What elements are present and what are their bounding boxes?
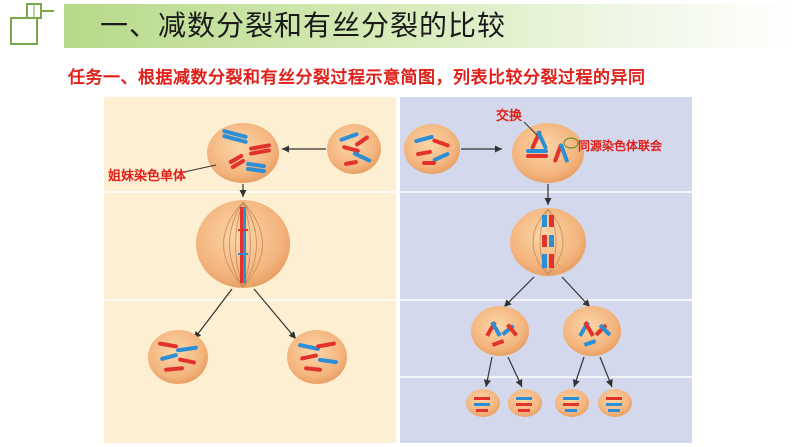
- mitosis-daughter-cell-left: [148, 330, 208, 384]
- sister-chromatid-label: 姐妹染色单体: [108, 169, 187, 184]
- meiosis-II-cell-right: [563, 306, 621, 356]
- synapsis-label: 同源染色体联会: [578, 139, 663, 153]
- slide-header: 一、减数分裂和有丝分裂的比较: [0, 0, 794, 50]
- mitosis-metaphase-cell: [196, 200, 290, 288]
- gamete-cell-4: [598, 389, 632, 417]
- meiosis-II-cell-left: [471, 306, 529, 356]
- gamete-cell-2: [508, 389, 542, 417]
- task-subtitle: 任务一、根据减数分裂和有丝分裂过程示意简图，列表比较分裂过程的异同: [68, 68, 646, 88]
- meiosis-metaphase-cell: [510, 208, 586, 276]
- gamete-cell-1: [466, 389, 500, 417]
- mitosis-interphase-cell: [327, 124, 381, 174]
- mitosis-daughter-cell-right: [287, 330, 347, 384]
- corner-logo-icon: [10, 3, 54, 45]
- meiosis-synapsis-cell: [512, 123, 584, 183]
- mitosis-prophase-cell: [207, 123, 279, 183]
- page-title: 一、减数分裂和有丝分裂的比较: [100, 9, 507, 42]
- gamete-cell-3: [555, 389, 589, 417]
- division-diagram: 姐妹染色单体 交换 同源染色体联会: [104, 97, 692, 443]
- meiosis-interphase-cell: [404, 124, 460, 174]
- title-bar: [64, 4, 794, 48]
- crossover-label: 交换: [496, 109, 523, 124]
- diagram-svg: [104, 97, 692, 443]
